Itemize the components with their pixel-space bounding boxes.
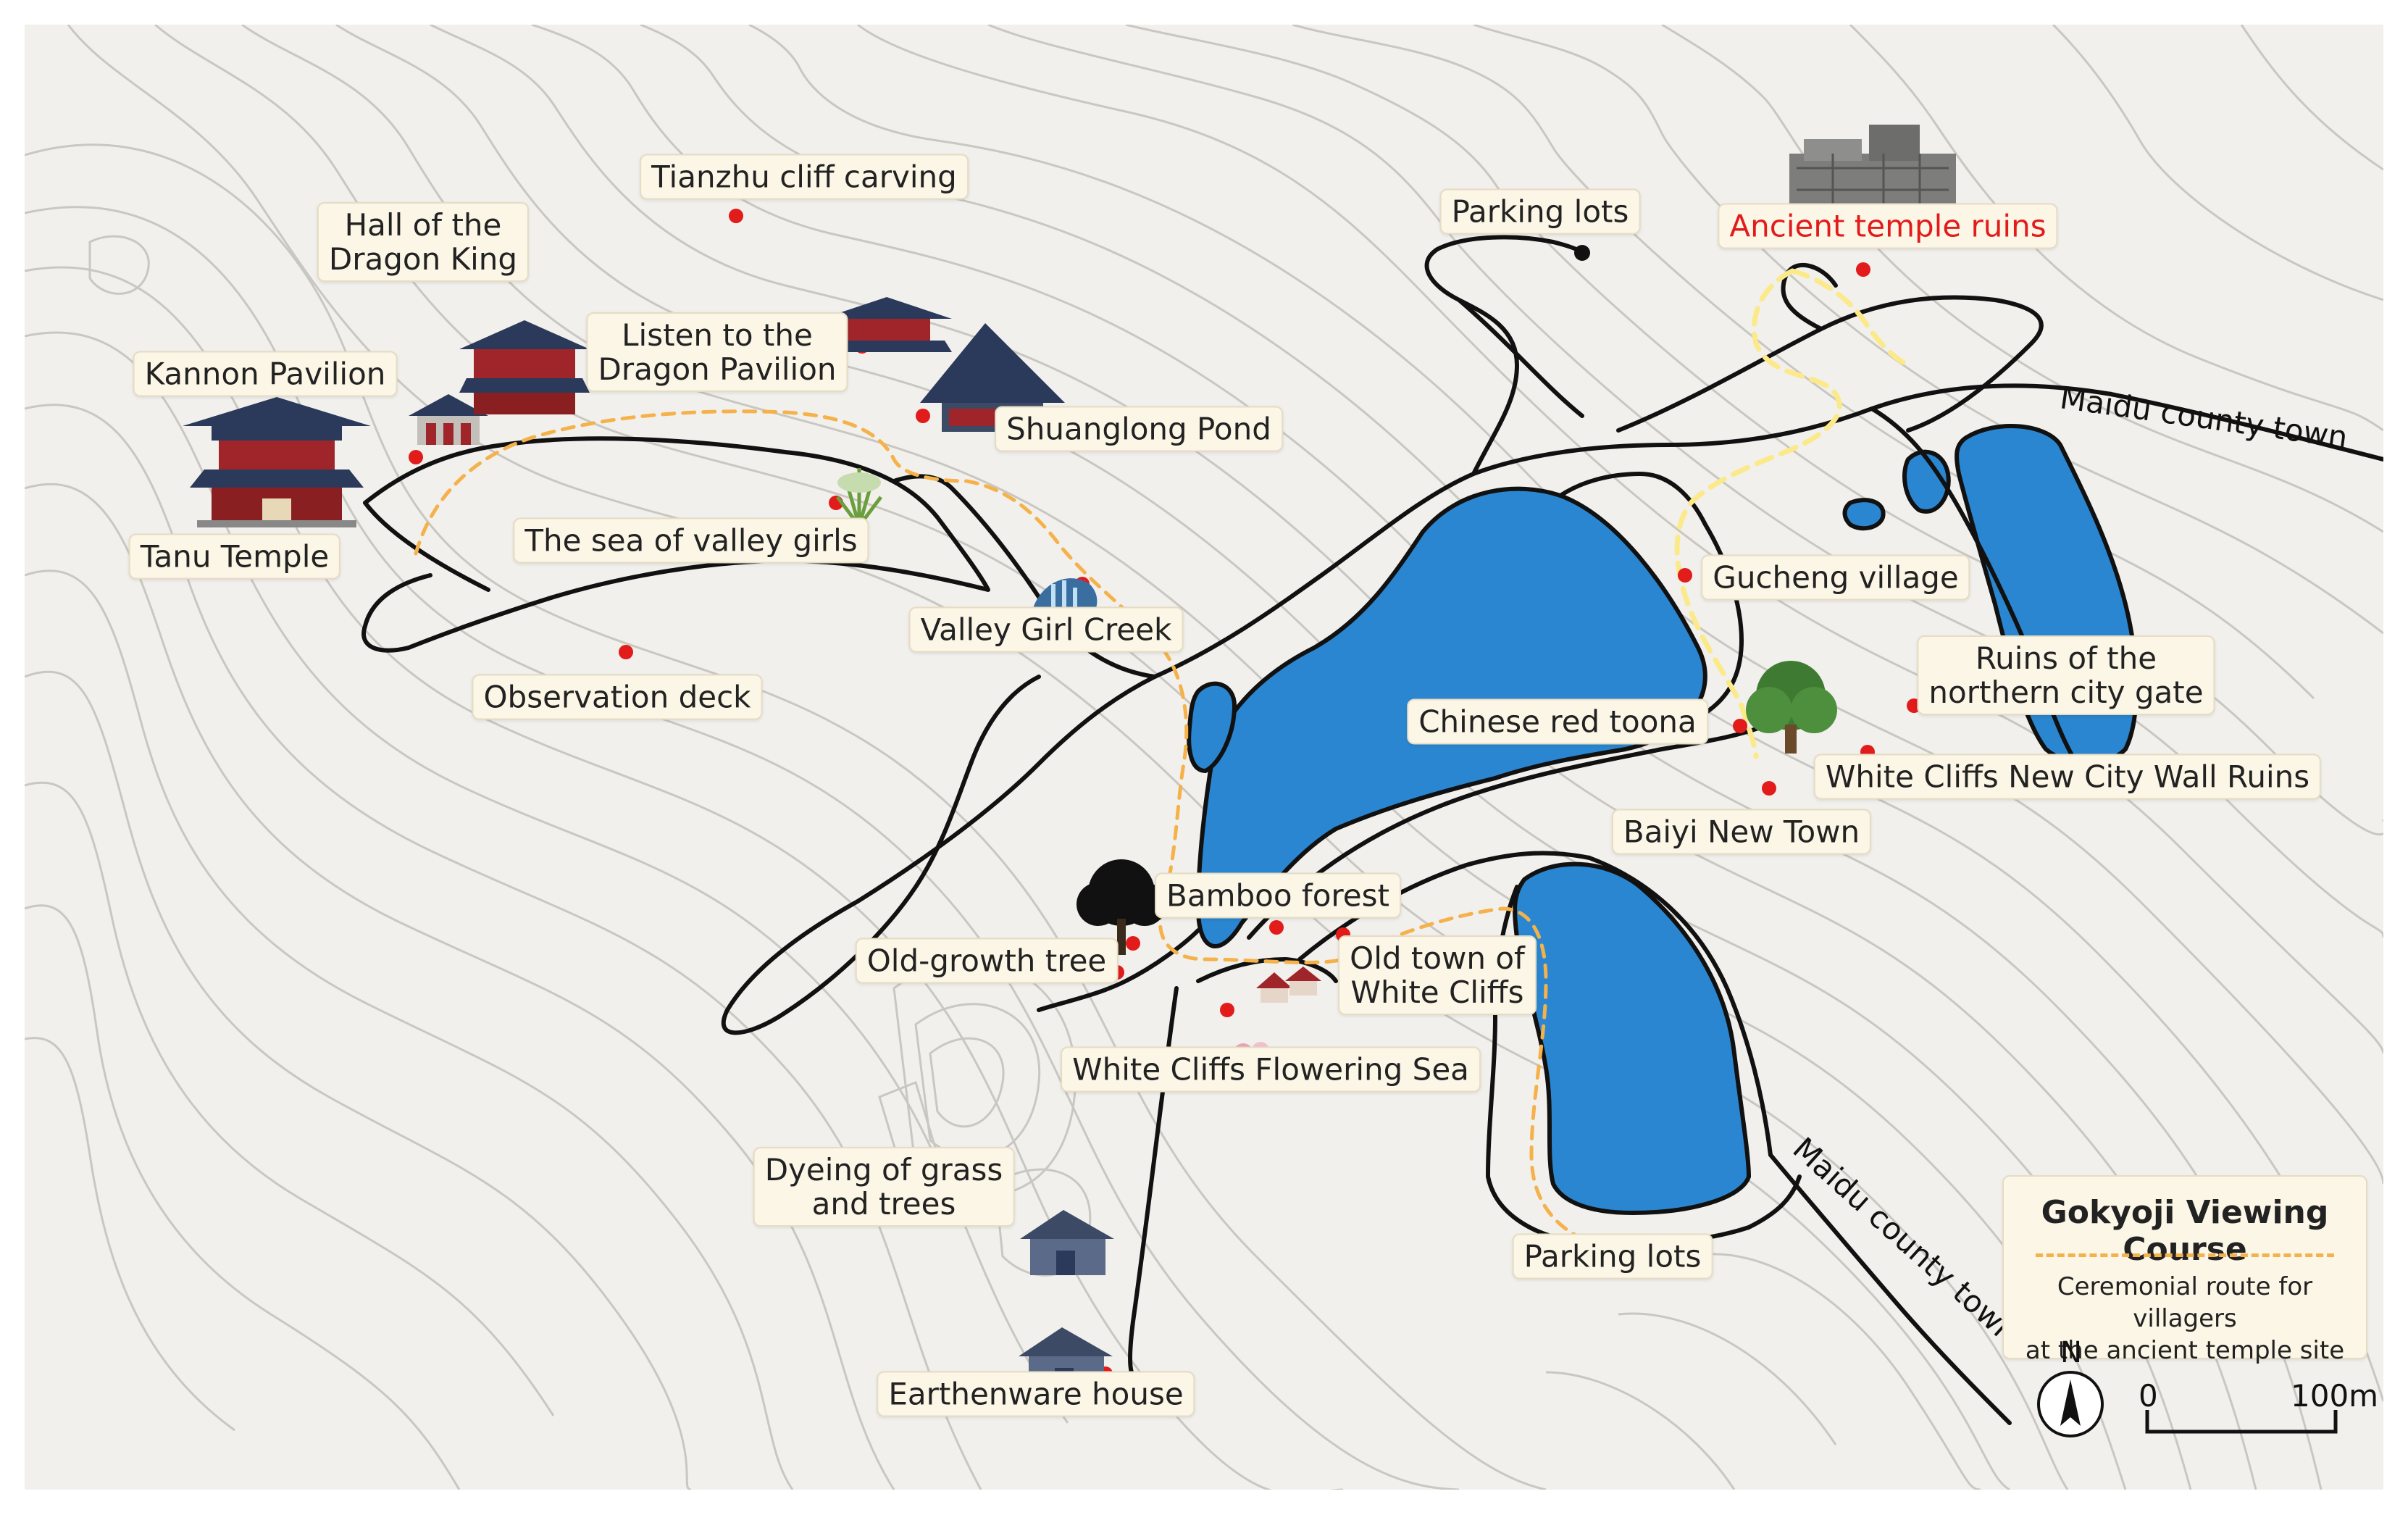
label-chinese-red-toona[interactable]: Chinese red toona <box>1407 698 1708 745</box>
ancient-route <box>1674 268 1911 759</box>
road-oldtown-branch <box>1196 957 1338 983</box>
poi-tianzhu <box>729 209 743 223</box>
label-tanu-temple[interactable]: Tanu Temple <box>128 533 341 580</box>
parking-marker-north[interactable] <box>1574 245 1590 261</box>
label-line: and trees <box>811 1186 956 1222</box>
road-central-south <box>1037 928 1200 1012</box>
label-line: Ruins of the <box>1975 640 2157 676</box>
small-pond-1 <box>1902 449 1951 514</box>
poi-old-growth-2 <box>1126 936 1140 951</box>
poi-shuanglong <box>916 409 930 423</box>
poi-gucheng <box>1678 568 1692 583</box>
road-south-lake-east <box>1587 856 1773 1157</box>
label-gucheng-village[interactable]: Gucheng village <box>1701 554 1970 601</box>
road-middle <box>1247 718 1780 940</box>
label-baiyi-new-town[interactable]: Baiyi New Town <box>1611 809 1872 855</box>
poi-red-toona <box>1733 719 1747 733</box>
small-pond-2 <box>1842 498 1886 531</box>
road-west-spur <box>363 501 490 592</box>
house-icon <box>1020 1210 1114 1275</box>
scale-bar <box>2145 1410 2338 1434</box>
label-line: White Cliffs <box>1350 974 1524 1010</box>
label-line: Listen to the <box>622 317 813 353</box>
tree-icon <box>1746 661 1837 754</box>
label-parking-lots-south[interactable]: Parking lots <box>1512 1233 1713 1280</box>
label-sea-of-valley-girls[interactable]: The sea of valley girls <box>513 517 869 564</box>
label-valley-girl-creek[interactable]: Valley Girl Creek <box>908 606 1184 653</box>
legend-desc-line: Ceremonial route for villagers <box>2057 1272 2313 1334</box>
label-line: northern city gate <box>1928 675 2204 710</box>
grass-icon <box>836 468 882 527</box>
poi-markers <box>269 209 1921 1381</box>
compass-icon <box>2037 1371 2104 1437</box>
temple-icon <box>183 397 371 527</box>
poi-ancient-temple <box>1856 262 1870 277</box>
label-kannon-pavilion[interactable]: Kannon Pavilion <box>133 351 398 397</box>
north-label: N <box>2060 1336 2082 1369</box>
label-line: Dragon King <box>328 241 518 277</box>
label-line: Dyeing of grass <box>764 1151 1003 1188</box>
ceremonial-route <box>414 409 1592 1244</box>
label-parking-lots-north[interactable]: Parking lots <box>1439 188 1641 235</box>
label-tianzhu-cliff-carving[interactable]: Tianzhu cliff carving <box>640 154 969 200</box>
road-lake-east <box>1558 472 1744 715</box>
label-line: Old town of <box>1350 940 1525 976</box>
legend-desc-line: at the ancient temple site <box>2025 1336 2345 1366</box>
legend: Gokyoji Viewing Course Ceremonial route … <box>2002 1175 2367 1365</box>
road-west-loop <box>361 436 990 653</box>
poi-bamboo <box>1269 920 1284 935</box>
label-earthenware-house[interactable]: Earthenware house <box>877 1371 1195 1417</box>
road-east-lake-rim <box>1870 406 2084 773</box>
label-white-cliffs-flowering-sea[interactable]: White Cliffs Flowering Sea <box>1061 1046 1481 1093</box>
road-to-parking-north <box>1424 235 1584 476</box>
label-bamboo-forest[interactable]: Bamboo forest <box>1155 872 1401 919</box>
label-shuanglong-pond[interactable]: Shuanglong Pond <box>995 406 1283 452</box>
label-observation-deck[interactable]: Observation deck <box>472 674 763 720</box>
label-old-growth-tree[interactable]: Old-growth tree <box>855 938 1119 984</box>
legend-route-swatch <box>2036 1253 2334 1257</box>
small-pond-3 <box>1187 681 1237 774</box>
road-long-southwest <box>721 675 1157 1035</box>
poi-kannon <box>409 450 423 464</box>
pavilion-icon <box>409 394 488 445</box>
label-line: Dragon Pavilion <box>598 351 837 387</box>
roads <box>361 235 2383 1425</box>
legend-title: Gokyoji Viewing Course <box>2041 1194 2329 1268</box>
legend-route-description: Ceremonial route for villagers at the an… <box>2004 1271 2366 1367</box>
poi-flowering-sea <box>1220 1003 1234 1017</box>
scale-start-label: 0 <box>2139 1378 2158 1414</box>
poi-observation-deck <box>619 645 633 659</box>
house-icon <box>1256 967 1321 1003</box>
south-lake <box>1513 861 1752 1216</box>
pavilion-icon <box>822 297 952 352</box>
label-line: Hall of the <box>344 206 502 243</box>
road-ridge-north <box>1457 263 2044 433</box>
temple-icon <box>459 320 590 414</box>
road-north-lake <box>1153 383 2383 679</box>
label-white-cliffs-new-city-wall-ruins[interactable]: White Cliffs New City Wall Ruins <box>1813 754 2322 800</box>
scale-end-label: 100m <box>2291 1378 2379 1414</box>
poi-baiyi <box>1762 781 1776 796</box>
label-ancient-temple-ruins[interactable]: Ancient temple ruins <box>1718 203 2058 249</box>
road-to-maidu-south <box>1768 1153 2012 1425</box>
